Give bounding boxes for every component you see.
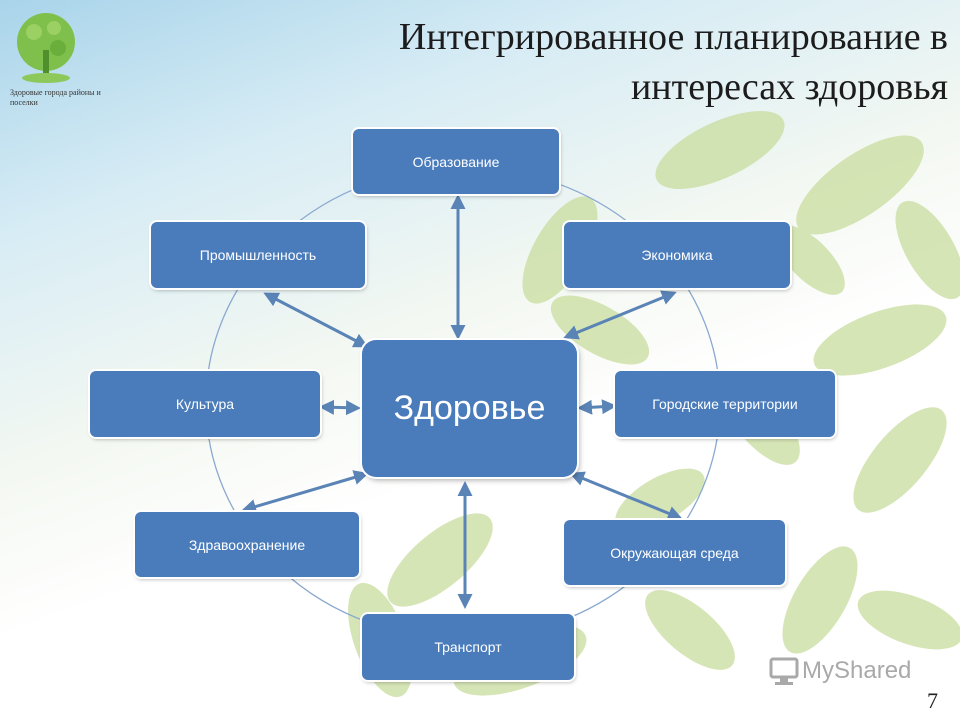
node-health-center: Здоровье [362,340,577,477]
node-culture: Культура [90,371,320,437]
arrow-culture [319,399,361,416]
node-healthcare: Здравоохранение [135,512,359,577]
node-economy: Экономика [564,222,790,288]
watermark: MyShared [768,656,911,686]
slide-title: Интегрированное планирование в интересах… [398,16,948,108]
watermark-text: MyShared [802,657,912,684]
node-industry: Промышленность [151,222,365,288]
arrow-urban [577,399,617,415]
arrow-industry [263,292,369,348]
node-environment: Окружающая среда [564,520,785,585]
node-transport: Транспорт [362,614,574,680]
page-number: 7 [927,688,938,713]
arrow-environment [569,471,683,521]
node-education: Образование [353,129,559,194]
arrow-healthcare [241,470,369,514]
tree-icon [17,13,75,83]
node-urban-territories: Городские территории [615,371,835,437]
logo-caption: Здоровые города районы и поселки [10,88,101,107]
monitor-icon [769,657,799,685]
arrow-economy [563,290,677,340]
